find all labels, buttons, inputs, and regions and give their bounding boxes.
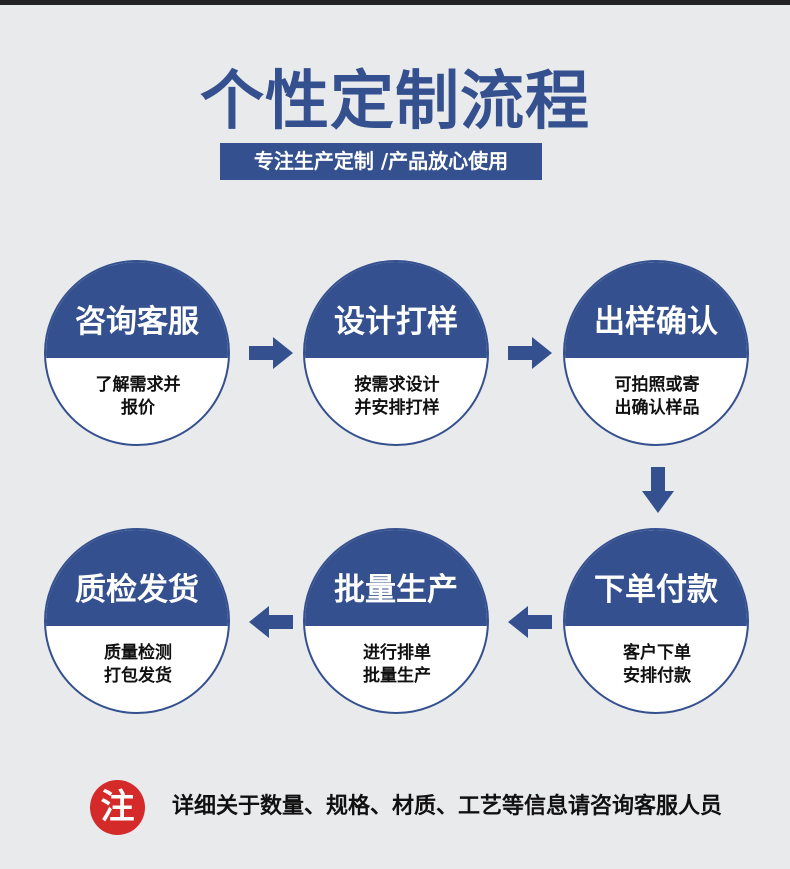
step-description: 可拍照或寄 出确认样品 xyxy=(595,374,719,420)
note-badge: 注 xyxy=(90,780,145,835)
step-desc-line: 质量检测 xyxy=(104,643,172,663)
step-description: 进行排单 批量生产 xyxy=(335,642,459,688)
step-desc-line: 进行排单 xyxy=(363,643,431,663)
step-description: 了解需求并 报价 xyxy=(76,374,200,420)
arrow-down-icon xyxy=(642,467,674,513)
step-title: 咨询客服 xyxy=(75,304,199,340)
step-title: 批量生产 xyxy=(334,572,458,608)
arrow-left-icon xyxy=(508,606,552,638)
step-header xyxy=(305,530,487,626)
step-title: 质检发货 xyxy=(75,572,199,608)
step-title: 设计打样 xyxy=(334,304,458,340)
step-desc-line: 打包发货 xyxy=(104,666,172,686)
step-header xyxy=(565,262,747,358)
step-header xyxy=(305,262,487,358)
step-order-payment: 下单付款 客户下单 安排付款 xyxy=(563,528,749,714)
page-title: 个性定制流程 xyxy=(200,65,590,139)
top-border xyxy=(0,0,790,5)
step-desc-line: 批量生产 xyxy=(363,666,431,686)
step-header xyxy=(46,530,228,626)
step-title: 出样确认 xyxy=(594,304,718,340)
arrow-left-icon xyxy=(249,606,293,638)
step-description: 客户下单 安排付款 xyxy=(595,642,719,688)
step-desc-line: 按需求设计 xyxy=(354,375,440,395)
arrow-right-icon xyxy=(249,337,293,369)
step-title: 下单付款 xyxy=(594,572,718,608)
step-inspection-shipping: 质检发货 质量检测 打包发货 xyxy=(44,528,230,714)
step-consult: 咨询客服 了解需求并 报价 xyxy=(44,260,230,446)
step-design: 设计打样 按需求设计 并安排打样 xyxy=(303,260,489,446)
step-desc-line: 报价 xyxy=(121,398,155,418)
step-desc-line: 安排付款 xyxy=(623,666,691,686)
note-text: 详细关于数量、规格、材质、工艺等信息请咨询客服人员 xyxy=(172,794,723,819)
step-header xyxy=(46,262,228,358)
page-subtitle: 专注生产定制 /产品放心使用 xyxy=(220,143,542,180)
step-desc-line: 了解需求并 xyxy=(95,375,181,395)
step-desc-line: 客户下单 xyxy=(623,643,691,663)
step-desc-line: 出确认样品 xyxy=(614,398,700,418)
step-desc-line: 可拍照或寄 xyxy=(614,375,700,395)
step-desc-line: 并安排打样 xyxy=(354,398,440,418)
step-description: 按需求设计 并安排打样 xyxy=(335,374,459,420)
step-header xyxy=(565,530,747,626)
step-sample-confirm: 出样确认 可拍照或寄 出确认样品 xyxy=(563,260,749,446)
arrow-right-icon xyxy=(508,337,552,369)
step-mass-production: 批量生产 进行排单 批量生产 xyxy=(303,528,489,714)
step-description: 质量检测 打包发货 xyxy=(76,642,200,688)
